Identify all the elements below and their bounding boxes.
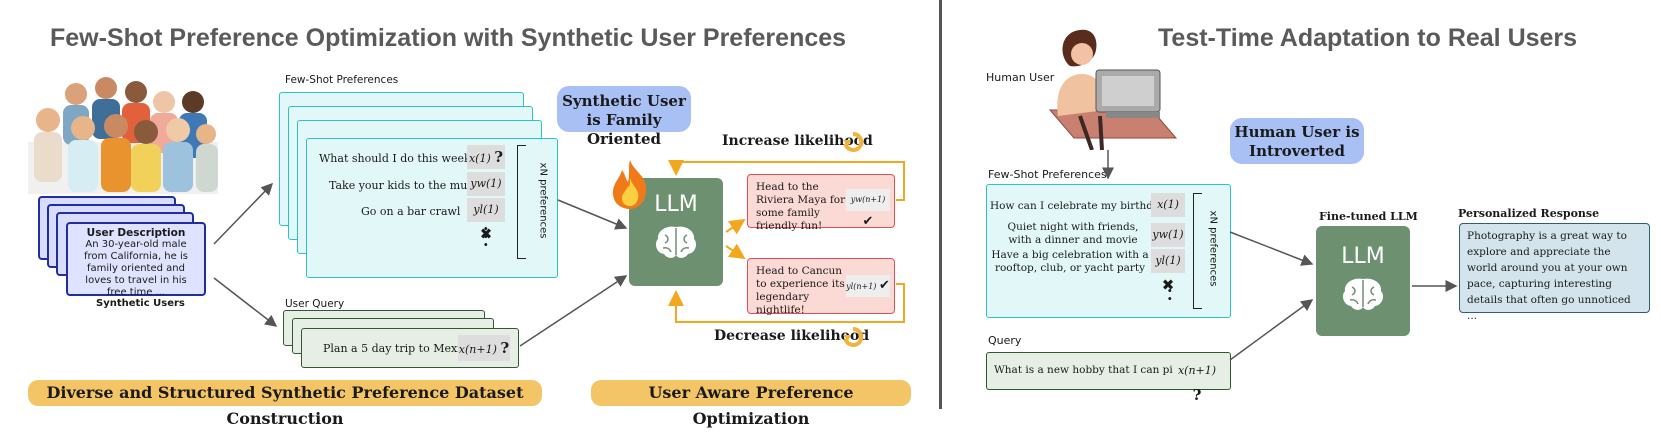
decrease-likelihood-label: Decrease likelihood <box>714 328 870 344</box>
right-title: Test-Time Adaptation to Real Users <box>1158 24 1578 52</box>
preference-card: What should I do this weekend? x(1) ? Ta… <box>306 138 558 278</box>
right-pref-bracket <box>1193 193 1202 309</box>
section-divider <box>939 0 942 409</box>
flame-icon <box>612 160 647 209</box>
finetuned-llm-box: LLM <box>1316 226 1410 336</box>
chosen-response-symbol: yw(n+1) ✔ <box>846 189 890 229</box>
pref-ellipsis: ... <box>483 215 489 250</box>
right-pref-rejected-symbol: yl(1) ✖ <box>1151 249 1185 294</box>
human-user-bubble: Human User is Introverted <box>1230 118 1364 164</box>
user-description-card: User Description An 30-year-old male fro… <box>66 222 206 298</box>
pref-rejected-symbol: yl(1) ✖ <box>467 198 505 243</box>
human-user-illustration <box>1048 29 1178 150</box>
rejected-response-text: Head to Cancun to experience its legenda… <box>756 265 845 316</box>
user-query-symbol: x(n+1) ? <box>458 335 510 361</box>
human-user-label: Human User <box>986 71 1055 84</box>
right-pref-answer-rejected: Have a big celebration with a rooftop, c… <box>991 249 1149 274</box>
pref-question: What should I do this weekend? <box>319 152 498 165</box>
llm-box: LLM <box>629 178 723 286</box>
personalized-response-card: Photography is a great way to explore an… <box>1459 223 1650 322</box>
query-label: Query <box>988 334 1022 347</box>
few-shot-label: Few-Shot Preferences <box>285 74 399 86</box>
right-pref-answer-chosen: Quiet night with friends, with a dinner … <box>1007 221 1139 246</box>
rejected-response: Head to Cancun to experience its legenda… <box>747 258 895 316</box>
synthetic-user-bubble: Synthetic User is Family Oriented <box>557 86 691 148</box>
query-card: What is a new hobby that I can pick up? … <box>986 352 1231 404</box>
finetuned-llm-text: LLM <box>1341 244 1385 269</box>
query-text: What is a new hobby that I can pick up? <box>994 364 1208 376</box>
user-query-card: Plan a 5 day trip to Mexico? x(n+1) ? <box>301 328 519 368</box>
brain-icon <box>656 226 696 258</box>
user-query-label: User Query <box>285 298 345 310</box>
right-pref-ellipsis: ... <box>1167 269 1173 304</box>
right-preference-card: How can I celebrate my birthday? x(1) ? … <box>986 184 1231 318</box>
user-query-text: Plan a 5 day trip to Mexico? <box>323 342 480 355</box>
finetuned-brain-icon <box>1343 278 1383 310</box>
pref-question-symbol: x(1) ? <box>467 145 505 169</box>
llm-label: LLM <box>654 192 698 217</box>
increase-likelihood-label: Increase likelihood <box>722 133 873 149</box>
chosen-response: Head to the Riviera Maya for some family… <box>747 174 895 232</box>
crowd-illustration <box>28 77 218 194</box>
flow-arrows <box>213 150 1458 361</box>
rejected-response-symbol: yl(n+1) ✔ <box>846 275 890 297</box>
finetuned-llm-label: Fine-tuned LLM <box>1319 210 1418 223</box>
query-symbol: x(n+1) ? <box>1173 359 1221 404</box>
personalized-response-label: Personalized Response <box>1458 207 1600 220</box>
cycle-icon-top <box>843 131 864 152</box>
pref-bracket <box>517 145 526 259</box>
user-description-title: User Description <box>86 227 186 239</box>
right-pref-question: How can I celebrate my birthday? <box>990 200 1171 212</box>
chosen-response-text: Head to the Riviera Maya for some family… <box>756 181 846 232</box>
synthetic-users-caption: Synthetic Users <box>96 298 185 309</box>
pref-answer-chosen: Take your kids to the museum <box>329 179 497 192</box>
right-few-shot-label: Few-Shot Preferences <box>988 168 1107 181</box>
user-description-text: An 30-year-old male from California, he … <box>84 239 188 298</box>
left-title: Few-Shot Preference Optimization with Sy… <box>50 24 847 52</box>
personalized-response-text: Photography is a great way to explore an… <box>1467 230 1631 322</box>
cycle-icon-bottom <box>843 326 864 347</box>
pref-answer-rejected: Go on a bar crawl <box>361 205 461 218</box>
